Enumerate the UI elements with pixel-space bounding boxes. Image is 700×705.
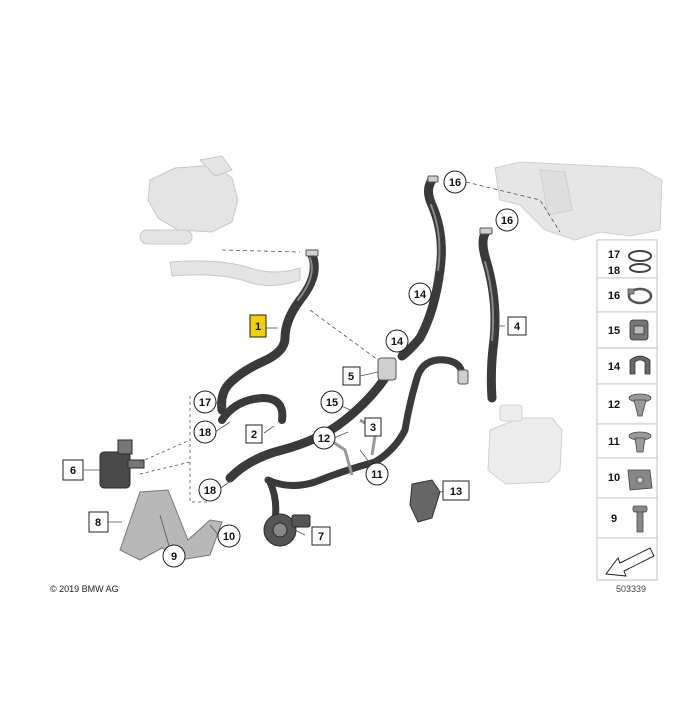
- bracket-13: [409, 479, 441, 523]
- svg-text:14: 14: [414, 289, 427, 301]
- svg-text:16: 16: [501, 215, 513, 227]
- legend-item-15[interactable]: 15: [596, 311, 658, 349]
- svg-text:12: 12: [608, 399, 620, 411]
- svg-text:5: 5: [348, 371, 354, 383]
- hose-clamp-icon: [628, 250, 652, 273]
- callout-circle-10[interactable]: 10: [217, 524, 241, 548]
- callout-circle-14a[interactable]: 14: [408, 282, 432, 306]
- svg-text:14: 14: [608, 361, 621, 373]
- svg-text:9: 9: [611, 513, 617, 525]
- svg-text:9: 9: [171, 551, 177, 563]
- legend-item-arrow: [596, 537, 658, 581]
- svg-text:16: 16: [608, 290, 620, 302]
- svg-text:18: 18: [204, 485, 216, 497]
- legend-item-12[interactable]: 12: [596, 383, 658, 425]
- callout-circle-9[interactable]: 9: [162, 544, 186, 568]
- legend-item-9[interactable]: 9: [596, 497, 658, 539]
- svg-text:2: 2: [251, 429, 257, 441]
- svg-text:11: 11: [371, 469, 383, 481]
- svg-text:10: 10: [223, 531, 235, 543]
- svg-text:14: 14: [391, 336, 404, 348]
- direction-arrow-icon: [605, 547, 655, 577]
- hose-14-upper: [397, 175, 446, 361]
- callout-circle-18a[interactable]: 18: [193, 420, 217, 444]
- hose-clip-icon: [629, 355, 651, 375]
- parts-legend: 17 18 16 15 14: [596, 239, 658, 581]
- svg-text:4: 4: [514, 321, 521, 333]
- callout-circle-12[interactable]: 12: [312, 426, 336, 450]
- spring-clamp-icon: [627, 287, 653, 305]
- callout-square-5[interactable]: 5: [342, 366, 361, 386]
- callout-square-7[interactable]: 7: [311, 526, 331, 546]
- svg-text:8: 8: [95, 517, 101, 529]
- valve-6: [99, 439, 145, 489]
- hose-2: [218, 393, 287, 424]
- hoses: [217, 175, 500, 524]
- svg-text:17: 17: [608, 249, 620, 261]
- callout-circle-17[interactable]: 17: [193, 390, 217, 414]
- svg-text:15: 15: [326, 397, 338, 409]
- callout-square-6[interactable]: 6: [62, 459, 84, 481]
- callout-square-8[interactable]: 8: [88, 511, 109, 533]
- callout-circle-11[interactable]: 11: [365, 462, 389, 486]
- svg-text:3: 3: [370, 422, 376, 434]
- ghost-thermostat-housing: [139, 155, 301, 286]
- legend-item-11[interactable]: 11: [596, 423, 658, 459]
- expanding-rivet-icon: [628, 393, 652, 417]
- svg-text:7: 7: [318, 531, 324, 543]
- ghost-expansion-tank: [487, 404, 563, 485]
- callout-circle-14b[interactable]: 14: [385, 329, 409, 353]
- ghost-intake-manifold: [494, 161, 663, 241]
- copyright-text: © 2019 BMW AG: [50, 584, 119, 594]
- screw-icon: [632, 505, 648, 533]
- svg-text:17: 17: [199, 397, 211, 409]
- svg-text:18: 18: [199, 427, 211, 439]
- legend-item-17-18[interactable]: 17 18: [596, 239, 658, 279]
- callout-square-1[interactable]: 1: [249, 314, 267, 338]
- pump-7: [263, 513, 311, 547]
- svg-text:16: 16: [449, 177, 461, 189]
- svg-text:1: 1: [255, 321, 261, 333]
- legend-item-14[interactable]: 14: [596, 347, 658, 385]
- hose-3: [264, 356, 466, 489]
- push-nut-icon: [628, 431, 652, 453]
- callout-square-4[interactable]: 4: [507, 316, 527, 336]
- svg-text:10: 10: [608, 472, 620, 484]
- svg-text:13: 13: [450, 486, 462, 498]
- callout-circle-15[interactable]: 15: [320, 390, 344, 414]
- callout-square-13[interactable]: 13: [442, 480, 470, 501]
- svg-text:11: 11: [608, 436, 620, 448]
- hose-4: [478, 227, 500, 403]
- svg-text:6: 6: [70, 465, 76, 477]
- callout-square-3[interactable]: 3: [364, 417, 382, 437]
- square-callouts: 1 2 3 4 5 6 7 8: [62, 314, 527, 546]
- svg-text:12: 12: [318, 433, 330, 445]
- diagram-number: 503339: [616, 584, 647, 594]
- callout-circle-16b[interactable]: 16: [495, 208, 519, 232]
- hose-1: [217, 250, 319, 415]
- svg-text:18: 18: [608, 265, 620, 277]
- callout-circle-16a[interactable]: 16: [443, 170, 467, 194]
- callout-square-2[interactable]: 2: [245, 424, 263, 444]
- bracket-8: [119, 489, 223, 561]
- legend-item-10[interactable]: 10: [596, 457, 658, 499]
- legend-item-16[interactable]: 16: [596, 277, 658, 313]
- callout-circle-18b[interactable]: 18: [198, 478, 222, 502]
- circle-callouts: 16 16 14 14 15 17 18 18: [162, 170, 519, 568]
- svg-text:15: 15: [608, 325, 620, 337]
- clip-nut-icon: [627, 469, 653, 491]
- connector-clip-icon: [629, 319, 649, 341]
